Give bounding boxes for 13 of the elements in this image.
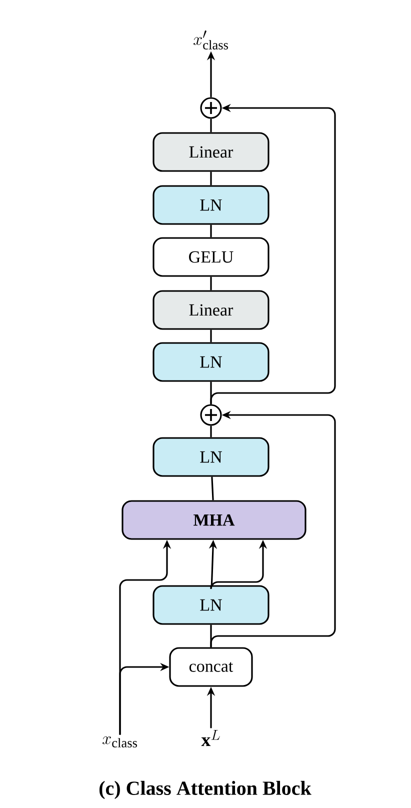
block-box: Linear xyxy=(152,132,270,172)
block-box: Linear xyxy=(152,290,270,330)
block-box: LN xyxy=(152,185,270,225)
math-label: $\mathbf{x}^{L}$ xyxy=(201,730,220,746)
block-box: LN xyxy=(152,585,270,625)
block-box: GELU xyxy=(152,237,270,277)
math-label: $x'_{\mathrm{class}}$ xyxy=(194,30,228,50)
block-box: LN xyxy=(152,437,270,477)
math-label: $x_{\mathrm{class}}$ xyxy=(102,736,137,748)
block-box: MHA xyxy=(122,500,306,540)
block-box: LN xyxy=(152,342,270,382)
caption: (c) Class Attention Block xyxy=(100,780,312,800)
block-box: concat xyxy=(169,647,253,687)
